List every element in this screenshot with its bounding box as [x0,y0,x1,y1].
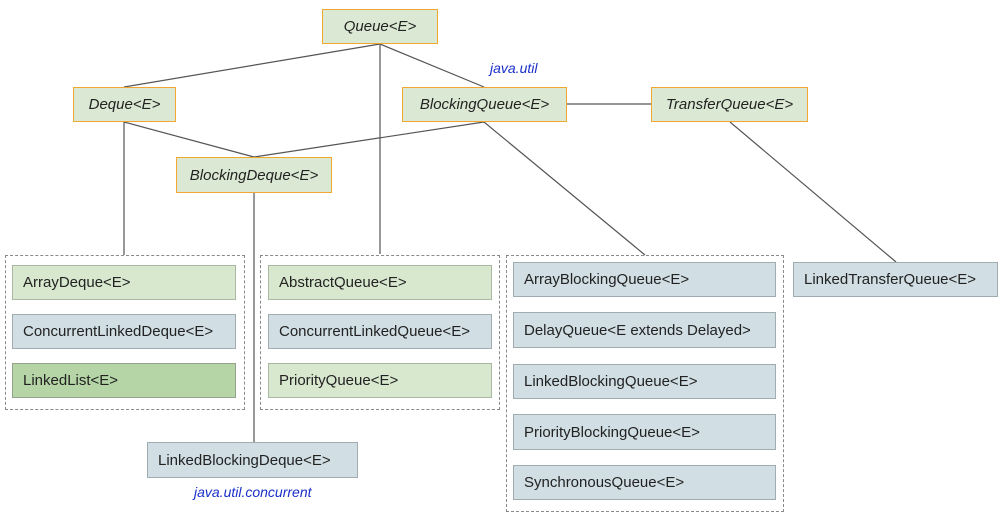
blocking-queue-implementations-group [506,255,784,512]
class-node-priority-queue[interactable]: PriorityQueue<E> [268,363,492,398]
package-label-java-util-concurrent: java.util.concurrent [194,484,312,500]
transfer-queue-interface-node[interactable]: TransferQueue<E> [651,87,808,122]
class-node-synchronous-queue[interactable]: SynchronousQueue<E> [513,465,776,500]
edge-blockingqueue-blockingdeque [253,121,485,158]
edge-blockingqueue-blockinggroup [483,121,646,256]
edge-queue-deque [123,43,381,88]
class-node-linked-blocking-queue[interactable]: LinkedBlockingQueue<E> [513,364,776,399]
blocking-deque-interface-node[interactable]: BlockingDeque<E> [176,157,332,193]
blocking-queue-interface-node[interactable]: BlockingQueue<E> [402,87,567,122]
edge-transferqueue-linkedtransferqueue [729,121,897,263]
edge-deque-blockingdeque [123,121,255,158]
edge-queue-blockingqueue [379,43,485,88]
class-node-array-blocking-queue[interactable]: ArrayBlockingQueue<E> [513,262,776,297]
package-label-java-util: java.util [490,60,538,76]
deque-implementations-group [5,255,245,410]
class-node-linked-blocking-deque[interactable]: LinkedBlockingDeque<E> [147,442,358,478]
class-node-concurrent-linked-deque[interactable]: ConcurrentLinkedDeque<E> [12,314,236,349]
class-node-linked-list[interactable]: LinkedList<E> [12,363,236,398]
class-node-linked-transfer-queue[interactable]: LinkedTransferQueue<E> [793,262,998,297]
class-node-concurrent-linked-queue[interactable]: ConcurrentLinkedQueue<E> [268,314,492,349]
queue-interface-node[interactable]: Queue<E> [322,9,438,44]
class-node-priority-blocking-queue[interactable]: PriorityBlockingQueue<E> [513,414,776,450]
queue-implementations-group [260,255,500,410]
deque-interface-node[interactable]: Deque<E> [73,87,176,122]
class-node-delay-queue[interactable]: DelayQueue<E extends Delayed> [513,312,776,348]
class-node-abstract-queue[interactable]: AbstractQueue<E> [268,265,492,300]
class-node-array-deque[interactable]: ArrayDeque<E> [12,265,236,300]
